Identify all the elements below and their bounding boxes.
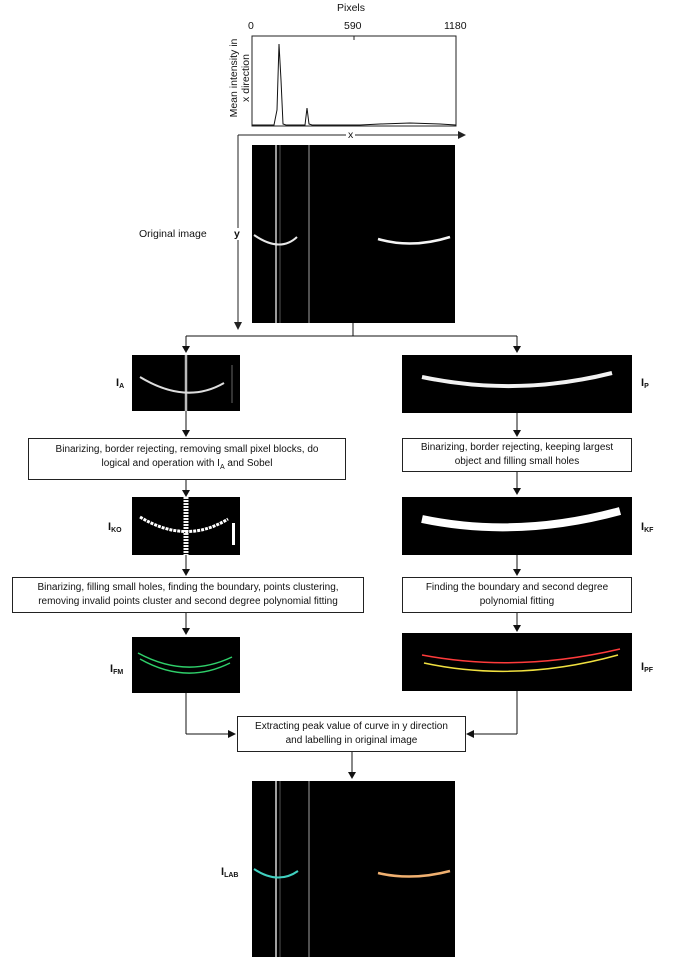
box-right2-line1: Finding the boundary and second degree	[425, 582, 609, 593]
ipf-label: IPF	[641, 661, 654, 674]
original-image	[252, 145, 455, 323]
ilab-image	[252, 781, 455, 957]
ifm-image	[132, 637, 240, 693]
ilab-label: ILAB	[221, 866, 239, 879]
fm-curve-upper	[137, 652, 233, 668]
box-right1-line2: object and filling small holes	[454, 456, 580, 467]
box-right1-line1: Binarizing, border rejecting, keeping la…	[420, 442, 614, 453]
orig-curve-left	[253, 234, 298, 246]
ip-label: IP	[641, 377, 649, 390]
fm-curve-lower	[139, 658, 231, 674]
lab-curve-right	[377, 869, 451, 878]
box-left1-line1: Binarizing, border rejecting, removing s…	[55, 444, 319, 455]
box-left2-line1: Binarizing, filling small holes, finding…	[37, 582, 339, 593]
x-axis-label: x	[346, 129, 356, 141]
intensity-profile-curve	[252, 43, 457, 126]
process-box-left-1: Binarizing, border rejecting, removing s…	[28, 438, 346, 480]
y-axis-label: y	[234, 228, 240, 240]
original-image-label: Original image	[139, 228, 207, 240]
tick-1180: 1180	[444, 20, 467, 32]
box-right2-line2: polynomial fitting	[479, 596, 555, 607]
tick-590: 590	[344, 20, 362, 32]
x-arrowhead	[458, 131, 466, 139]
pf-curve-lower	[423, 654, 619, 673]
y-arrowhead	[234, 322, 242, 330]
tick-0: 0	[248, 20, 254, 32]
ikf-image	[402, 497, 632, 555]
plot-title: Pixels	[337, 2, 366, 14]
box-left1-line2: logical and operation with IA and Sobel	[101, 458, 273, 471]
process-box-bottom: Extracting peak value of curve in y dire…	[237, 716, 466, 752]
ikf-label: IKF	[641, 521, 654, 534]
process-box-right-1: Binarizing, border rejecting, keeping la…	[402, 438, 632, 472]
ip-image	[402, 355, 632, 413]
pf-curve-upper	[421, 648, 621, 664]
box-left2-line2: removing invalid points cluster and seco…	[38, 596, 338, 607]
orig-curve-right	[377, 235, 451, 245]
iko-image	[132, 497, 240, 555]
box-bottom-line2: and labelling in original image	[285, 735, 418, 746]
process-box-left-2: Binarizing, filling small holes, finding…	[12, 577, 364, 613]
iko-label: IKO	[108, 521, 122, 534]
ifm-label: IFM	[110, 663, 124, 676]
process-box-right-2: Finding the boundary and second degree p…	[402, 577, 632, 613]
ia-image	[132, 355, 240, 411]
box-bottom-line1: Extracting peak value of curve in y dire…	[255, 721, 448, 732]
lab-curve-left	[253, 868, 299, 879]
ipf-image	[402, 633, 632, 691]
ia-label: IA	[116, 377, 125, 390]
